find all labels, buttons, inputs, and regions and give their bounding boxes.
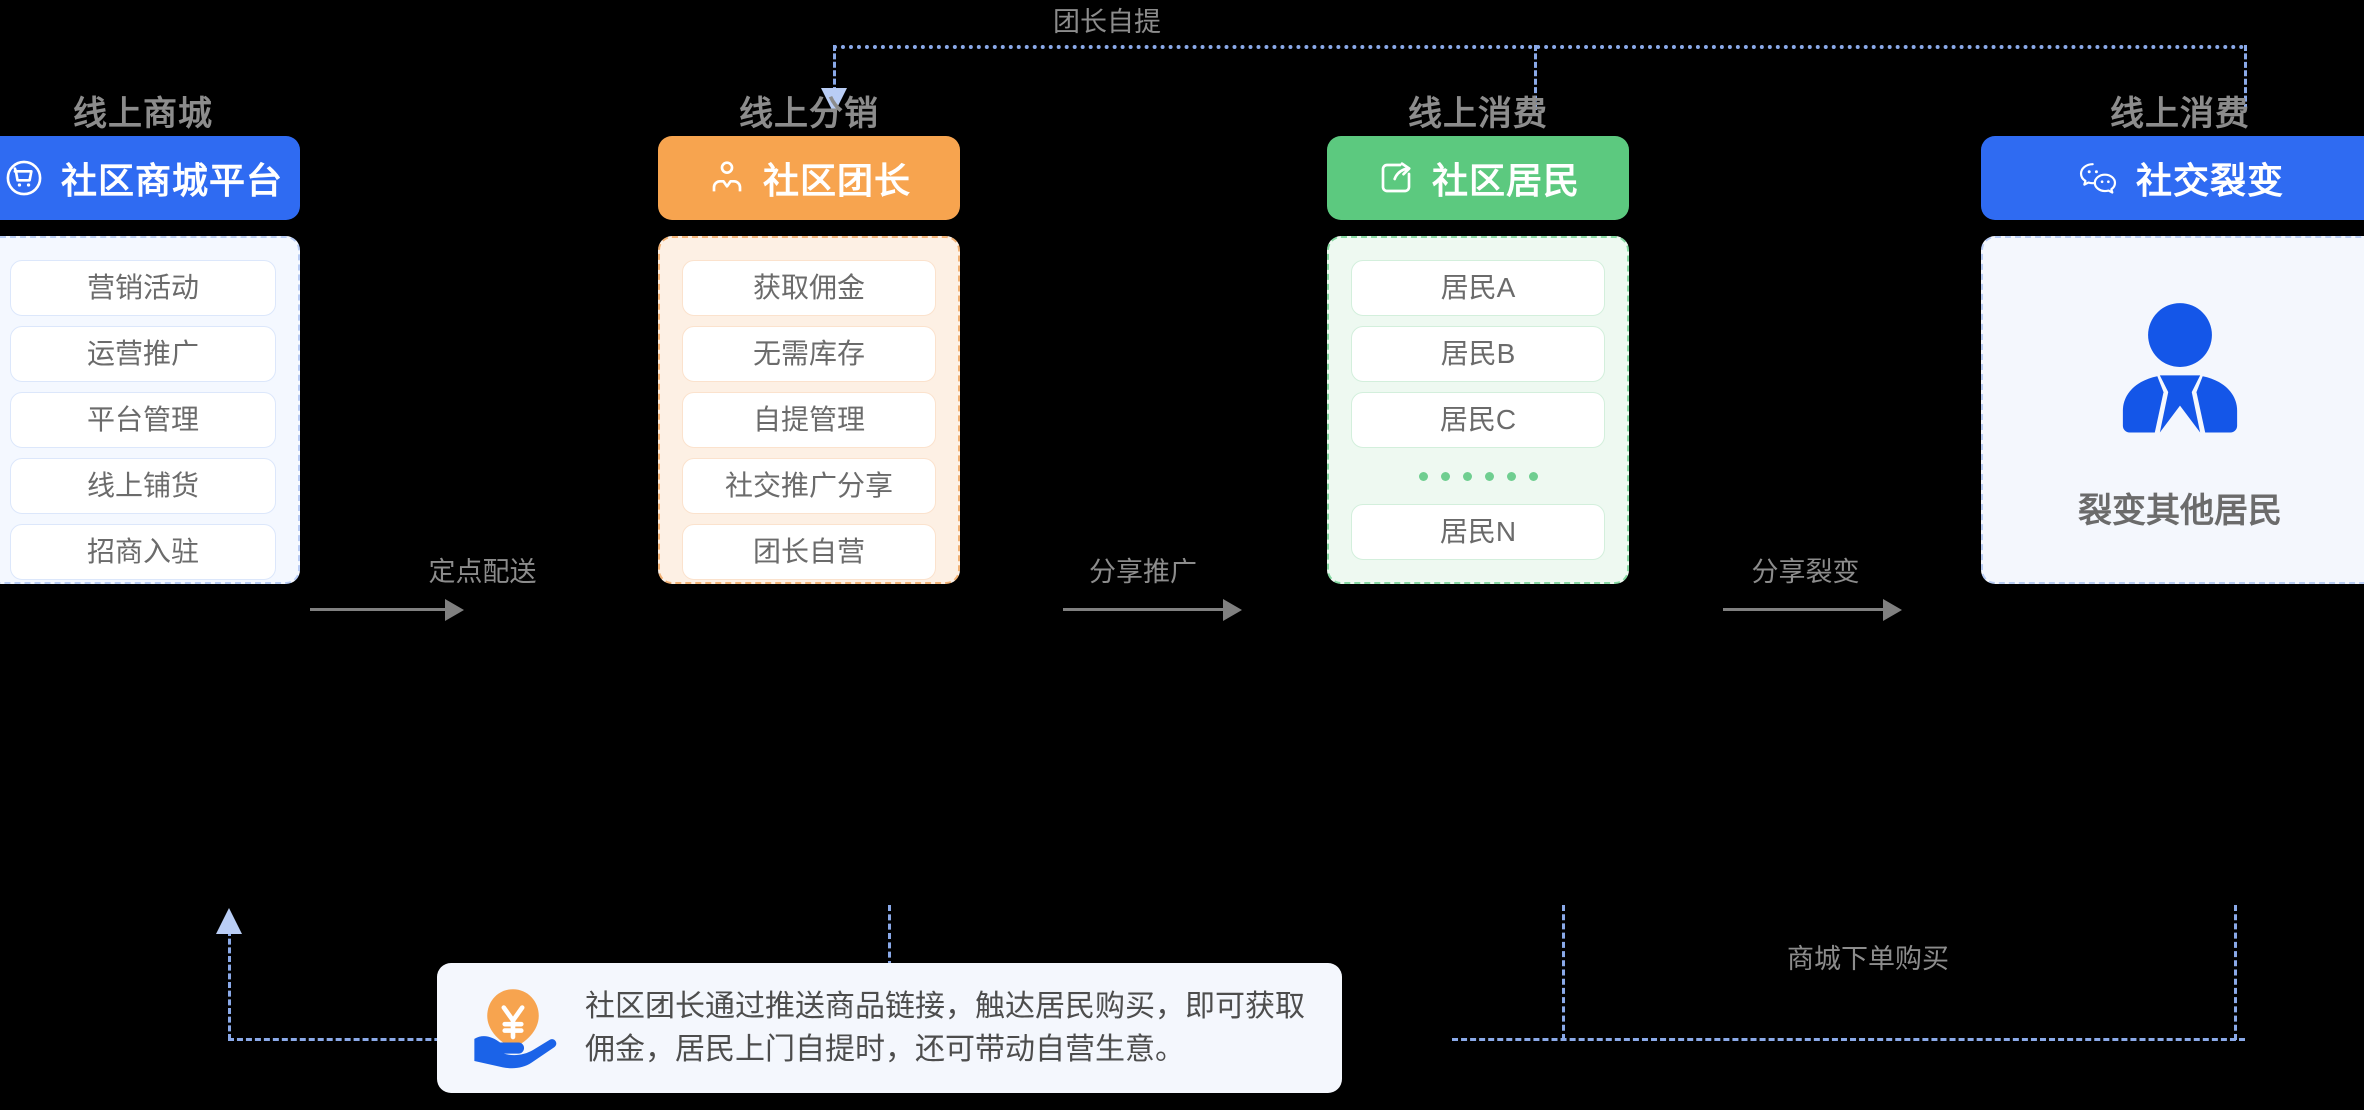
share-box-icon [1376, 158, 1416, 198]
arrow-share-promotion: 分享推广 [963, 550, 1323, 621]
column-header-mall-platform[interactable]: 社区商城平台 [0, 136, 300, 220]
column-header-label-2: 社区团长 [762, 160, 911, 201]
ellipsis-dots [1351, 458, 1605, 494]
list-item[interactable]: 居民N [1351, 504, 1605, 560]
panel-resident-items: 居民A 居民B 居民C 居民N [1327, 236, 1629, 584]
list-item[interactable]: 平台管理 [10, 392, 276, 448]
list-item[interactable]: 线上铺货 [10, 458, 276, 514]
bottom-left-dashed-horizontal [228, 1038, 548, 1041]
callout-box: 社区团长通过推送商品链接，触达居民购买，即可获取佣金，居民上门自提时，还可带动自… [437, 963, 1342, 1093]
list-item[interactable]: 自提管理 [682, 392, 936, 448]
column-title-3: 线上消费 [1408, 95, 1548, 133]
column-header-residents[interactable]: 社区居民 [1327, 136, 1629, 220]
arrow-shaft-3 [1633, 599, 1978, 621]
bottom-right-dashed-from-residents [1562, 905, 1565, 1040]
arrow-fixed-delivery: 定点配送 [310, 550, 655, 621]
arrow-label-1: 定点配送 [428, 557, 537, 587]
bottom-right-dashed-horizontal [1452, 1038, 2245, 1041]
top-dashed-arrowhead [821, 88, 847, 114]
fission-label: 裂变其他居民 [2078, 492, 2282, 530]
arrow-share-fission: 分享裂变 [1633, 550, 1978, 621]
arrow-shaft-1 [310, 599, 655, 621]
top-dashed-branch-middle [1534, 45, 1537, 110]
arrow-shaft-2 [963, 599, 1323, 621]
list-item[interactable]: 社交推广分享 [682, 458, 936, 514]
yen-in-hand-icon [467, 980, 559, 1077]
arrow-label-3: 分享裂变 [1751, 557, 1860, 587]
list-item[interactable]: 获取佣金 [682, 260, 936, 316]
wechat-bubbles-icon [2076, 156, 2120, 200]
list-item[interactable]: 无需库存 [682, 326, 936, 382]
column-title-2: 线上分销 [739, 95, 879, 133]
leader-to-callout-dashed [888, 905, 891, 967]
list-item[interactable]: 居民C [1351, 392, 1605, 448]
businessman-avatar-icon [2096, 288, 2264, 461]
list-item[interactable]: 居民B [1351, 326, 1605, 382]
top-dashed-drop-left [833, 45, 836, 93]
list-item[interactable]: 团长自营 [682, 524, 936, 580]
top-dashed-horizontal [833, 45, 2245, 49]
list-item[interactable]: 招商入驻 [10, 524, 276, 580]
column-header-label-1: 社区商城平台 [60, 160, 283, 201]
bottom-left-dashed-arrowhead [216, 908, 242, 934]
column-title-4: 线上消费 [2110, 95, 2250, 133]
column-header-social-fission[interactable]: 社交裂变 [1981, 136, 2364, 220]
column-online-consumption: 线上消费 社区居民 居民A 居民B 居民C 居民N [1327, 92, 1629, 584]
bottom-right-dashed-from-fission [2234, 905, 2237, 1040]
list-item[interactable]: 营销活动 [10, 260, 276, 316]
list-item[interactable]: 运营推广 [10, 326, 276, 382]
arrow-label-2: 分享推广 [1089, 557, 1197, 587]
top-dashed-branch-right [2244, 45, 2247, 110]
column-header-label-3: 社区居民 [1431, 160, 1580, 201]
panel-leader-items: 获取佣金 无需库存 自提管理 社交推广分享 团长自营 [658, 236, 960, 584]
column-title-1: 线上商城 [73, 95, 213, 133]
bottom-left-dashed-riser [228, 930, 231, 1040]
column-header-group-leader[interactable]: 社区团长 [658, 136, 960, 220]
panel-mall-items: 营销活动 运营推广 平台管理 线上铺货 招商入驻 [0, 236, 300, 584]
column-online-mall: 线上商城 社区商城平台 营销活动 运营推广 平台管理 线上铺货 招商入驻 [0, 92, 300, 584]
group-leader-icon [707, 158, 747, 198]
callout-text: 社区团长通过推送商品链接，触达居民购买，即可获取佣金，居民上门自提时，还可带动自… [585, 989, 1305, 1067]
column-online-distribution: 线上分销 社区团长 获取佣金 无需库存 自提管理 社交推广分享 团长自营 [658, 92, 960, 584]
shopping-cart-circle-icon [3, 157, 45, 199]
top-dashed-label: 团长自提 [1053, 7, 1161, 37]
list-item[interactable]: 居民A [1351, 260, 1605, 316]
column-social-fission: 线上消费 社交裂变 [1981, 92, 2364, 584]
panel-fission: 裂变其他居民 [1981, 236, 2364, 584]
bottom-right-dashed-label: 商城下单购买 [1787, 944, 1949, 974]
column-header-label-4: 社交裂变 [2135, 160, 2284, 201]
